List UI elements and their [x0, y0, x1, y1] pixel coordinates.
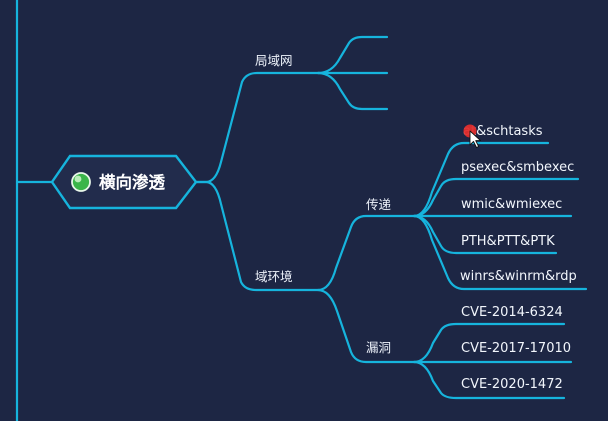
mouse-cursor-icon: [463, 124, 481, 148]
group-label-vulnerabilities[interactable]: 漏洞: [366, 340, 391, 355]
connector-transfer-leaf-5: [412, 214, 588, 291]
green-circle-icon: [71, 172, 91, 192]
connector-transfer-leaf-2: [412, 177, 580, 218]
connector-root-to-domain: [194, 180, 320, 292]
root-node[interactable]: 横向渗透: [50, 154, 198, 210]
connector-domain-to-vulns: [316, 288, 416, 364]
branch-label-domain[interactable]: 域环境: [255, 269, 293, 284]
root-node-hexagon: [50, 154, 198, 210]
connector-vuln-leaf-3: [412, 360, 566, 400]
leaf-label-cve-2020-1472[interactable]: CVE-2020-1472: [461, 377, 563, 392]
connector-lan-child-1: [316, 35, 389, 75]
leaf-label-winrs-winrm-rdp[interactable]: winrs&winrm&rdp: [460, 269, 577, 284]
group-label-transfer[interactable]: 传递: [366, 197, 392, 212]
connector-vuln-leaf-1: [412, 322, 566, 364]
connector-transfer-leaf-1: [412, 141, 550, 218]
connector-lan-child-3: [316, 71, 389, 111]
leaf-label-cve-2014-6324[interactable]: CVE-2014-6324: [461, 305, 563, 320]
connector-domain-to-transfer: [316, 214, 416, 292]
leaf-label-pth-ptt-ptk[interactable]: PTH&PTT&PTK: [461, 234, 555, 249]
connector-root-to-lan: [194, 71, 320, 184]
branch-label-lan[interactable]: 局域网: [255, 53, 293, 68]
leaf-label-psexec-smbexec[interactable]: psexec&smbexec: [461, 160, 574, 175]
leaf-label-cve-2017-17010[interactable]: CVE-2017-17010: [461, 341, 571, 356]
leaf-label-wmic-wmiexec[interactable]: wmic&wmiexec: [461, 197, 562, 212]
root-label: 横向渗透: [99, 172, 166, 192]
leaf-label-at-schtasks[interactable]: at&schtasks: [463, 124, 543, 139]
